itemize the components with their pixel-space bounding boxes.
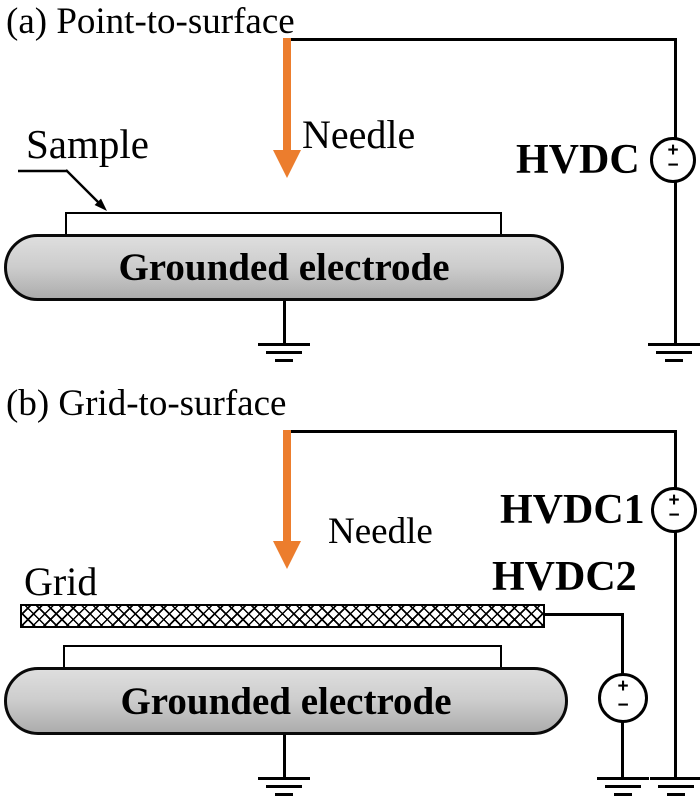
ground-symbol-electrode-b [258,777,310,797]
ground-symbol-hvdc2 [597,777,649,797]
panel-a-hvdc-wire-vertical [674,38,677,139]
panel-a-hvdc-to-ground-wire [674,180,677,345]
hvdc2-plus-sign: + [617,676,629,697]
hvdc-a-plus-sign: + [667,140,679,161]
panel-a-sample-label: Sample [26,121,149,167]
panel-b-electrode-to-ground-wire [283,733,286,779]
grounded-electrode-b: Grounded electrode [4,667,568,735]
panel-b-hvdc1-wire-vertical [674,430,677,489]
hvdc-source-symbol-a: + − [650,137,696,183]
panel-a-hvdc-label: HVDC [516,137,640,183]
grid-to-hvdc2-wire-horizontal [543,613,624,616]
grid-label: Grid [24,559,98,604]
panel-b-title: (b) Grid-to-surface [6,383,287,424]
hvdc2-to-ground-wire [621,720,624,779]
ground-symbol-hvdc1 [650,777,700,797]
panel-b-hvdc1-to-ground-wire [674,530,677,779]
ground-symbol-electrode-a [258,343,310,363]
sample-plate-a [65,212,502,236]
ground-symbol-hvdc-a [648,343,700,363]
sample-leader-arrow [18,169,107,211]
grounded-electrode-b-label: Grounded electrode [120,679,452,723]
panel-b-needle-label: Needle [328,511,433,552]
hvdc2-label: HVDC2 [492,554,637,600]
hvdc2-wire-vertical-upper [621,613,624,675]
grid-mesh-bar [20,604,545,628]
needle-arrow-head-b [273,541,301,569]
grounded-electrode-a-label: Grounded electrode [118,246,450,289]
needle-arrow-head-a [273,150,301,178]
panel-a-needle-label: Needle [302,112,416,157]
hvdc1-plus-sign: + [668,490,680,511]
panel-b-needle-to-hvdc1-wire-horizontal [285,430,677,433]
panel-a-title: (a) Point-to-surface [6,1,295,42]
hvdc2-source-symbol: + − [598,673,648,723]
needle-arrow-shaft-b [283,430,291,542]
sample-plate-b [63,645,502,669]
grounded-electrode-a: Grounded electrode [4,234,564,301]
panel-a-needle-to-hvdc-wire-horizontal [285,38,677,41]
hvdc1-minus-sign: − [668,504,680,526]
needle-arrow-shaft-a [283,38,291,151]
hvdc1-source-symbol: + − [651,487,697,533]
hvdc2-minus-sign: − [617,694,629,716]
panel-a-electrode-to-ground-wire [283,299,286,345]
hvdc-a-minus-sign: − [667,154,679,176]
hvdc1-label: HVDC1 [500,487,645,533]
